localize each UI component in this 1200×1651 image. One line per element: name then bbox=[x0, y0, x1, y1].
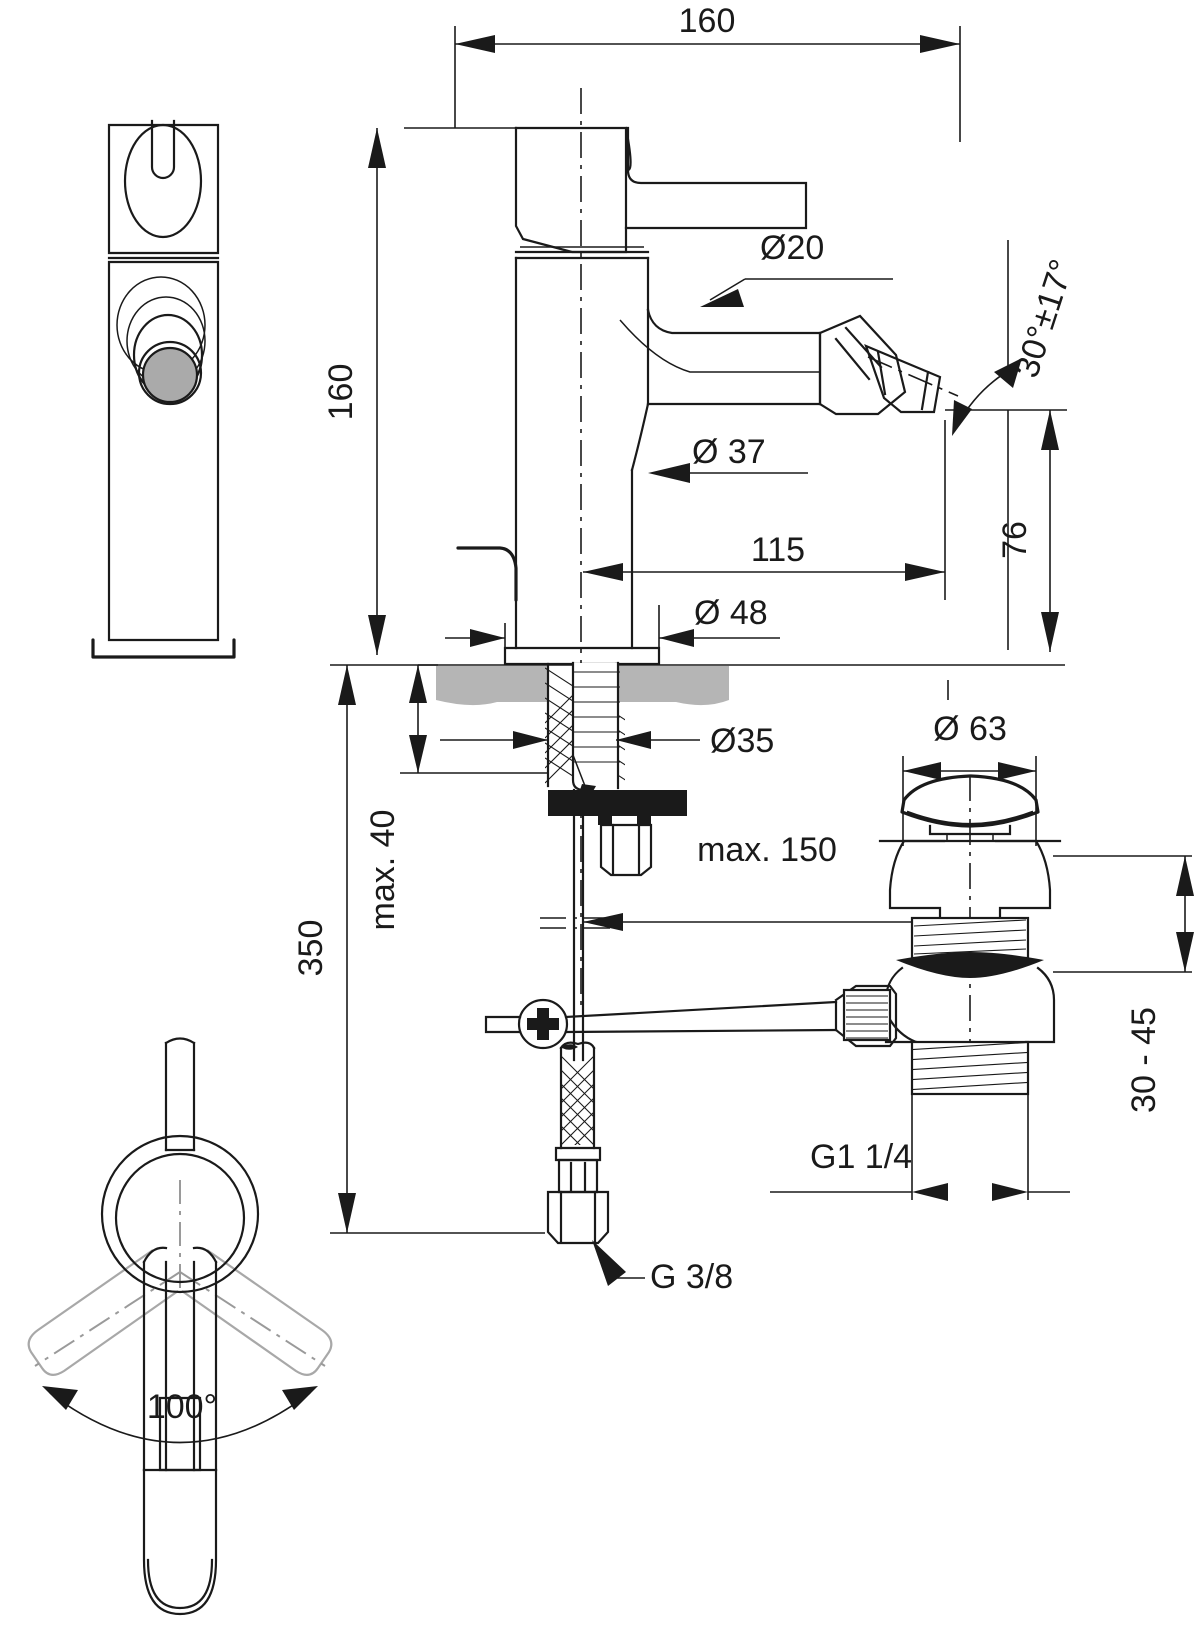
label-base-dia-48: Ø 48 bbox=[694, 594, 768, 632]
dimension-clamp-30-45: 30 - 45 bbox=[1053, 855, 1194, 1113]
label-outlet-height-76: 76 bbox=[996, 521, 1034, 559]
label-width-160: 160 bbox=[679, 2, 736, 40]
dimension-shank-dia-35: Ø35 bbox=[440, 722, 774, 760]
waste-assembly bbox=[834, 774, 1062, 1096]
label-max-150: max. 150 bbox=[697, 831, 837, 869]
label-height-160: 160 bbox=[322, 364, 360, 421]
dimension-flange-dia-63: Ø 63 bbox=[902, 680, 1037, 846]
front-view-mixer bbox=[418, 88, 1065, 1245]
plan-view-swivel: 100° bbox=[27, 1037, 333, 1616]
label-body-dia-37: Ø 37 bbox=[692, 433, 766, 471]
dimension-outlet-height-76: 76 bbox=[996, 410, 1059, 652]
label-waste-g114: G1 1/4 bbox=[810, 1138, 912, 1176]
label-supply-g38: G 3/8 bbox=[650, 1258, 733, 1296]
dimension-total-350: 350 bbox=[292, 664, 545, 1234]
leader-outlet-dia-20: Ø20 bbox=[700, 229, 893, 307]
dimension-max-150: max. 150 bbox=[583, 831, 1000, 931]
dimension-width-160: 160 bbox=[454, 2, 961, 142]
dimension-max-40: max. 40 bbox=[364, 664, 548, 931]
leader-body-dia-37: Ø 37 bbox=[648, 433, 808, 483]
label-outlet-dia-20: Ø20 bbox=[760, 229, 824, 267]
label-clamp-30-45: 30 - 45 bbox=[1125, 1007, 1163, 1113]
label-reach-115: 115 bbox=[751, 531, 805, 569]
leader-waste-g114: G1 1/4 bbox=[770, 1092, 1070, 1201]
label-swivel-100: 100° bbox=[147, 1388, 217, 1426]
dimension-base-dia-48: Ø 48 bbox=[445, 594, 780, 655]
dimension-outlet-angle: 30°±17° bbox=[945, 240, 1081, 650]
dimension-reach-115: 115 bbox=[583, 420, 946, 600]
label-outlet-angle: 30°±17° bbox=[1008, 255, 1082, 382]
side-view-mixer bbox=[91, 119, 236, 659]
label-shank-dia-35: Ø35 bbox=[710, 722, 774, 760]
lever-ghost-left bbox=[27, 1249, 179, 1376]
label-max-40: max. 40 bbox=[364, 810, 402, 931]
label-flange-dia-63: Ø 63 bbox=[933, 710, 1007, 748]
dimension-height-160: 160 bbox=[322, 127, 560, 655]
leader-supply-g38: G 3/8 bbox=[592, 1240, 733, 1296]
lever-ghost-right bbox=[181, 1249, 333, 1376]
label-total-350: 350 bbox=[292, 920, 330, 977]
